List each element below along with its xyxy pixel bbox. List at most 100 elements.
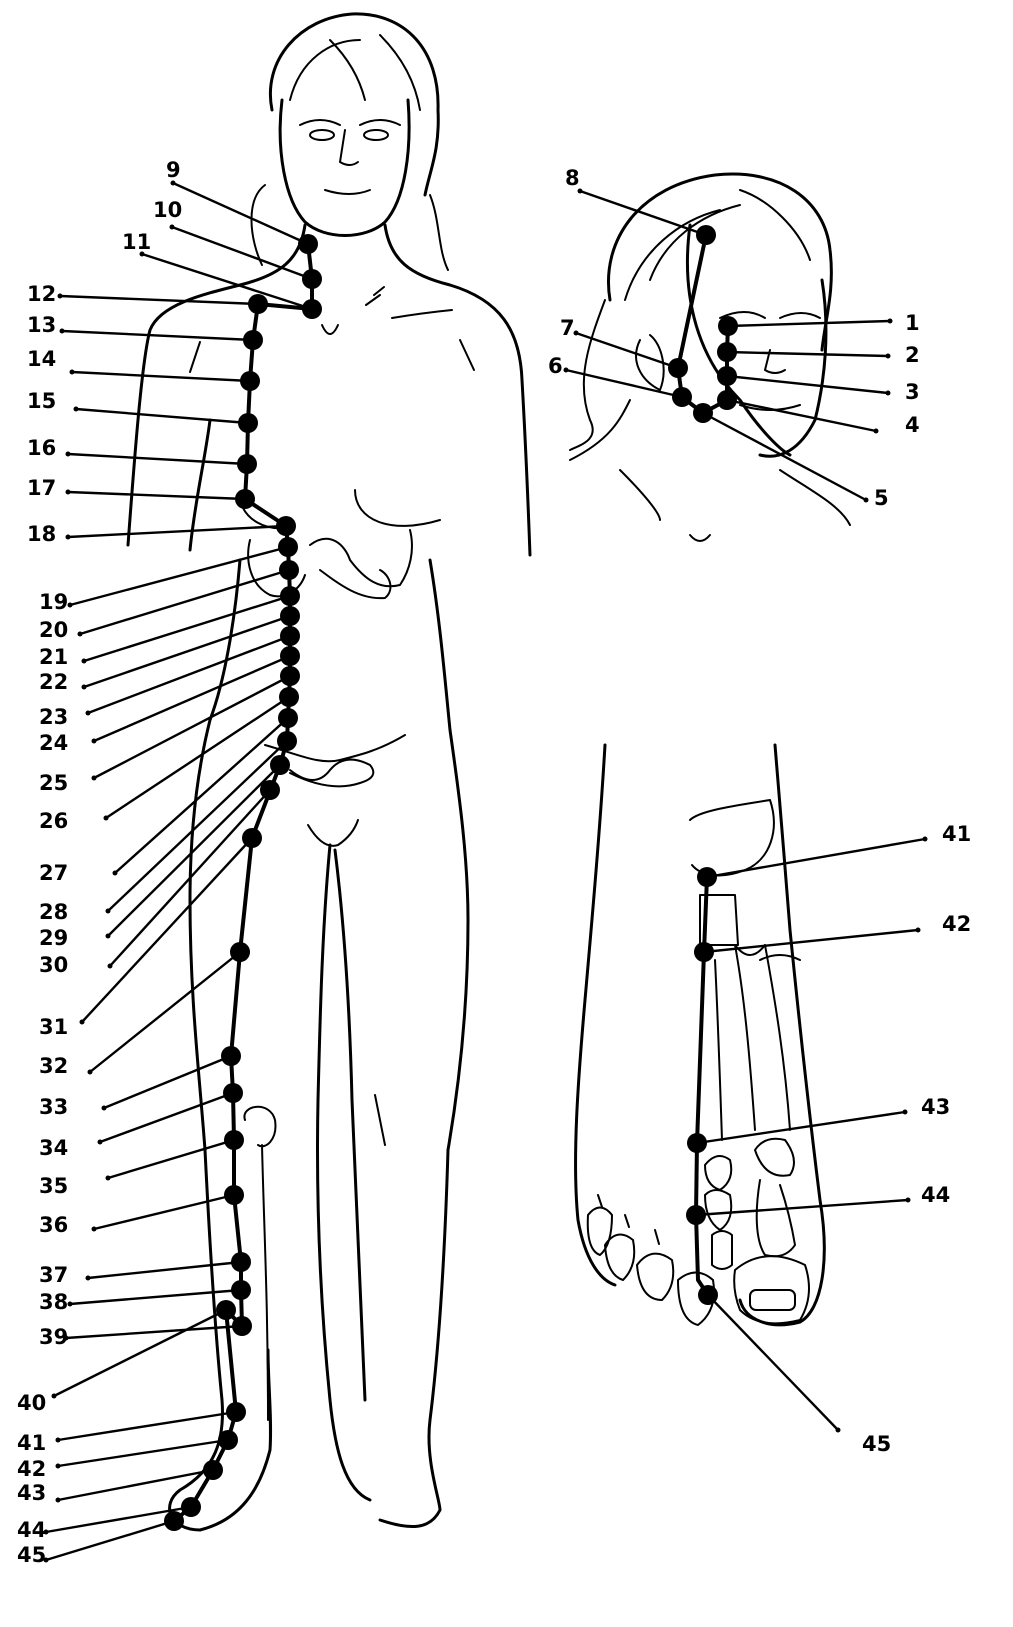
foot-leader-44 <box>696 1200 908 1215</box>
face-leader-8 <box>580 191 706 235</box>
front-label-30: 30 <box>39 953 68 977</box>
front-label-25: 25 <box>39 771 68 795</box>
foot-label-42: 42 <box>942 912 971 936</box>
front-leader-end-31 <box>80 1020 85 1025</box>
face-label-7: 7 <box>560 316 575 340</box>
front-body-figure <box>128 14 530 1530</box>
front-leader-32 <box>90 952 240 1072</box>
front-leader-end-24 <box>92 739 97 744</box>
front-leader-end-27 <box>113 871 118 876</box>
front-label-19: 19 <box>39 590 68 614</box>
front-label-31: 31 <box>39 1015 68 1039</box>
foot-meridian <box>696 877 708 1295</box>
front-leader-end-37 <box>86 1276 91 1281</box>
front-leader-end-43 <box>56 1498 61 1503</box>
front-leader-end-21 <box>82 659 87 664</box>
front-label-37: 37 <box>39 1263 68 1287</box>
front-leader-end-14 <box>70 370 75 375</box>
front-leader-18 <box>68 526 286 537</box>
front-label-39: 39 <box>39 1325 68 1349</box>
face-leader-3 <box>727 376 888 393</box>
front-leader-19 <box>70 547 288 605</box>
front-leader-end-17 <box>66 490 71 495</box>
foot-leader-end-45 <box>836 1428 841 1433</box>
front-label-23: 23 <box>39 705 68 729</box>
front-leader-end-12 <box>58 294 63 299</box>
front-label-41: 41 <box>17 1431 46 1455</box>
front-leader-end-22 <box>82 685 87 690</box>
front-leader-35 <box>108 1140 234 1178</box>
front-leader-40 <box>54 1310 226 1396</box>
foot-label-41: 41 <box>942 822 971 846</box>
front-leader-45 <box>46 1521 174 1560</box>
front-leader-end-28 <box>106 909 111 914</box>
front-label-18: 18 <box>27 522 56 546</box>
front-leader-end-41 <box>56 1438 61 1443</box>
front-leader-28 <box>108 741 287 911</box>
foot-label-44: 44 <box>921 1183 950 1207</box>
front-leader-end-38 <box>68 1302 73 1307</box>
foot-leader-45 <box>708 1295 838 1430</box>
front-leader-end-10 <box>170 225 175 230</box>
front-label-38: 38 <box>39 1290 68 1314</box>
front-leader-lines <box>44 181 313 1563</box>
front-label-12: 12 <box>27 282 56 306</box>
front-leader-end-33 <box>102 1106 107 1111</box>
foot-acupoints <box>686 867 718 1305</box>
front-label-32: 32 <box>39 1054 68 1078</box>
front-label-34: 34 <box>39 1136 68 1160</box>
front-label-29: 29 <box>39 926 68 950</box>
front-leader-17 <box>68 492 245 499</box>
foot-point-labels: 4142434445 <box>862 822 971 1456</box>
front-acupoints <box>164 234 322 1531</box>
front-label-15: 15 <box>27 389 56 413</box>
front-leader-end-19 <box>68 603 73 608</box>
face-leader-end-6 <box>564 368 569 373</box>
front-label-14: 14 <box>27 347 56 371</box>
foot-leader-42 <box>704 930 918 952</box>
front-leader-end-26 <box>104 816 109 821</box>
front-label-44: 44 <box>17 1518 46 1542</box>
face-leader-end-1 <box>888 319 893 324</box>
face-label-2: 2 <box>905 343 920 367</box>
front-leader-14 <box>72 372 250 381</box>
front-label-35: 35 <box>39 1174 68 1198</box>
front-leader-end-15 <box>74 407 79 412</box>
foot-leader-43 <box>697 1112 905 1143</box>
front-label-10: 10 <box>153 198 182 222</box>
front-leader-end-32 <box>88 1070 93 1075</box>
front-label-17: 17 <box>27 476 56 500</box>
front-label-42: 42 <box>17 1457 46 1481</box>
front-leader-end-25 <box>92 776 97 781</box>
face-leader-end-3 <box>886 391 891 396</box>
front-label-26: 26 <box>39 809 68 833</box>
front-leader-31 <box>82 838 252 1022</box>
front-leader-15 <box>76 409 248 423</box>
face-leader-end-5 <box>864 498 869 503</box>
front-label-33: 33 <box>39 1095 68 1119</box>
front-leader-end-36 <box>92 1227 97 1232</box>
front-leader-end-23 <box>86 711 91 716</box>
face-leader-end-4 <box>874 429 879 434</box>
front-leader-end-42 <box>56 1464 61 1469</box>
front-leader-end-16 <box>66 452 71 457</box>
front-leader-end-20 <box>78 632 83 637</box>
foot-leader-41 <box>707 839 925 877</box>
face-leader-5 <box>703 413 866 500</box>
face-leader-7 <box>576 333 678 368</box>
face-label-1: 1 <box>905 311 920 335</box>
face-label-3: 3 <box>905 380 920 404</box>
front-leader-42 <box>58 1440 228 1466</box>
front-label-36: 36 <box>39 1213 68 1237</box>
foot-leader-end-44 <box>906 1198 911 1203</box>
front-leader-end-34 <box>98 1140 103 1145</box>
face-label-5: 5 <box>874 486 889 510</box>
face-label-6: 6 <box>548 354 563 378</box>
front-leader-13 <box>62 331 253 340</box>
foot-label-45: 45 <box>862 1432 891 1456</box>
front-leader-end-40 <box>52 1394 57 1399</box>
front-label-45: 45 <box>17 1543 46 1567</box>
face-label-8: 8 <box>565 166 580 190</box>
front-label-40: 40 <box>17 1391 46 1415</box>
